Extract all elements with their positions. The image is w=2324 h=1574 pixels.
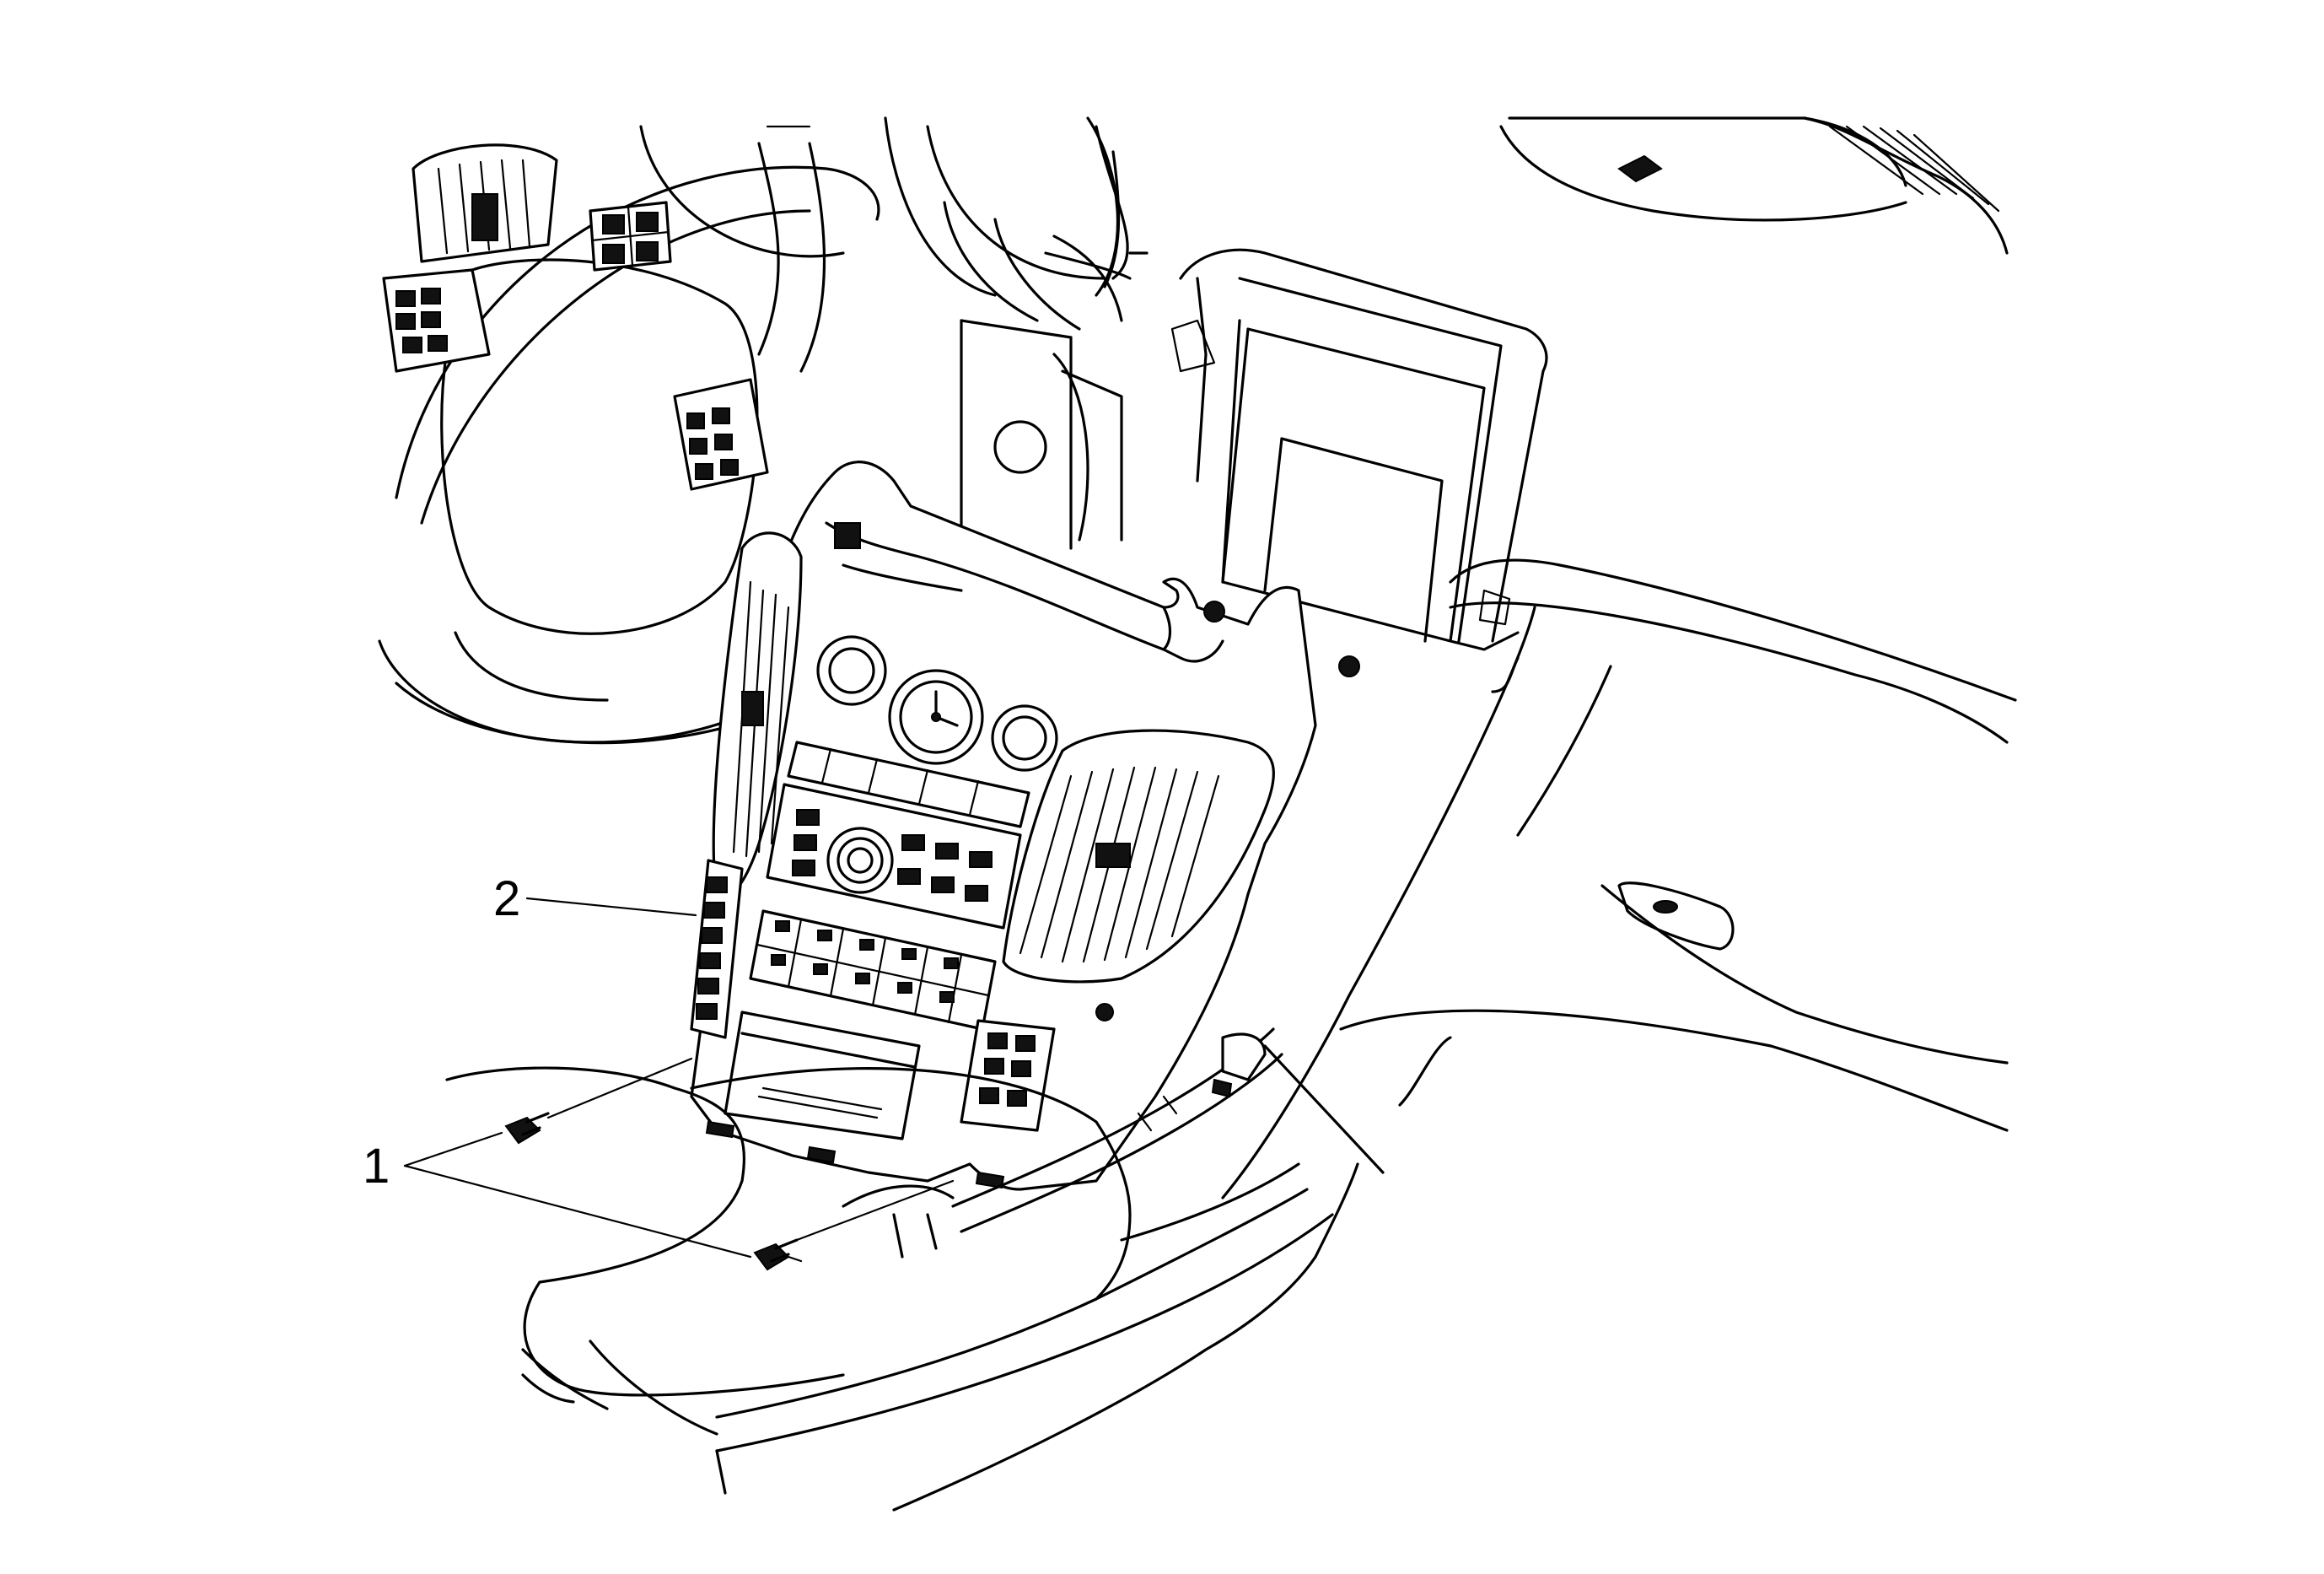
steering-wheel-buttons-left (382, 268, 491, 373)
steering-wheel-buttons-right (673, 378, 769, 491)
fastener-lower (753, 1238, 799, 1271)
callout-2: 2 (493, 871, 520, 926)
instrument-panel-center-trim-plate (690, 461, 1360, 1191)
callout-1: 1 (363, 1139, 390, 1194)
fastener-upper (504, 1112, 550, 1145)
left-dash-vent (412, 143, 558, 263)
passenger-dash-vent (1499, 116, 2009, 255)
dash-right-panel (1221, 558, 2017, 1199)
headlamp-switch (589, 201, 672, 272)
install-path-lines (546, 1057, 955, 1263)
leader-2 (525, 897, 697, 917)
center-console (445, 1027, 1385, 1512)
steering-wheel (378, 125, 880, 745)
leader-1-upper (403, 1131, 503, 1167)
dash-top (1044, 125, 1149, 280)
leader-lines (403, 897, 752, 1259)
leader-1-lower (403, 1164, 752, 1259)
navigation-display (1170, 248, 1548, 651)
center-bracket (960, 319, 1123, 558)
instrument-cluster (639, 116, 1123, 331)
passenger-knee-panel (1339, 881, 2009, 1132)
